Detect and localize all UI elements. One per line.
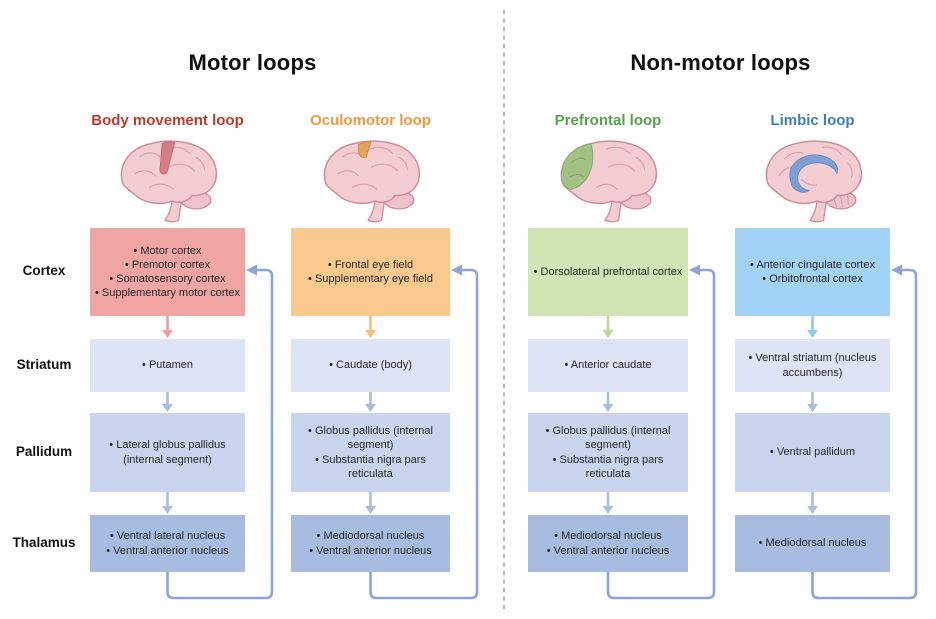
cortex-box-limbic: Anterior cingulate cortexOrbitofrontal c…: [735, 228, 890, 316]
cerebrum: [323, 140, 420, 205]
striatum-box-oculomotor: Caudate (body): [291, 339, 450, 392]
gyri-lines: [595, 146, 645, 190]
brainstem: [366, 199, 385, 223]
arrow-cortex-to-striatum-limbic: [807, 316, 818, 338]
bullet-item: Ventral lateral nucleus: [94, 529, 241, 543]
bullet-item: Frontal eye field: [295, 258, 446, 272]
fornix-line: [800, 178, 817, 186]
bullet-item: Mediodorsal nucleus: [739, 536, 886, 550]
striatum-box-body-movement: Putamen: [90, 339, 245, 392]
cortex-box-body-movement: Motor cortexPremotor cortexSomatosensory…: [90, 228, 245, 316]
row-label-pallidum: Pallidum: [15, 444, 73, 459]
bullet-item: Ventral anterior nucleus: [295, 544, 446, 558]
arrow-pallidum-to-thalamus-oculomotor: [365, 492, 376, 514]
cerebrum: [120, 140, 217, 205]
arrow-striatum-to-pallidum-prefrontal: [602, 392, 614, 412]
loop-title-prefrontal: Prefrontal loop: [554, 112, 662, 129]
bullet-item: Orbitofrontal cortex: [739, 272, 886, 286]
bullet-item: Substantia nigra pars reticulata: [532, 453, 684, 481]
arrow-pallidum-to-thalamus-body-movement: [162, 492, 173, 514]
row-label-striatum: Striatum: [16, 357, 72, 372]
section-title-non-motor: Non-motor loops: [630, 50, 811, 75]
arrow-striatum-to-pallidum-limbic: [807, 392, 818, 412]
bullet-item: Putamen: [94, 358, 241, 372]
pallidum-box-body-movement: Lateral globus pallidus (internal segmen…: [90, 413, 245, 492]
arrow-pallidum-to-thalamus-limbic: [807, 492, 818, 514]
bullet-item: Ventral pallidum: [739, 445, 886, 459]
highlighted-region: [158, 141, 175, 175]
arrow-pallidum-to-thalamus-prefrontal: [602, 492, 614, 514]
bullet-item: Lateral globus pallidus (internal segmen…: [94, 438, 241, 466]
bullet-item: Anterior cingulate cortex: [739, 258, 886, 272]
gyri-lines: [336, 146, 408, 191]
row-label-thalamus: Thalamus: [12, 535, 76, 550]
brain-lateral-prefrontal-region-icon: [545, 134, 670, 226]
arrow-cortex-to-striatum-prefrontal: [602, 316, 614, 338]
pallidum-box-limbic: Ventral pallidum: [735, 413, 890, 492]
bullet-item: Somatosensory cortex: [94, 272, 241, 286]
striatum-box-prefrontal: Anterior caudate: [528, 339, 688, 392]
bullet-item: Motor cortex: [94, 244, 241, 258]
bullet-item: Anterior caudate: [532, 358, 684, 372]
loop-title-oculomotor: Oculomotor loop: [310, 112, 431, 129]
bullet-item: Supplementary motor cortex: [94, 286, 241, 300]
brainstem: [808, 199, 827, 223]
loop-title-limbic: Limbic loop: [770, 112, 855, 129]
arrow-striatum-to-pallidum-body-movement: [162, 392, 173, 412]
thalamus-box-prefrontal: Mediodorsal nucleusVentral anterior nucl…: [528, 515, 688, 572]
bullet-item: Ventral anterior nucleus: [94, 544, 241, 558]
brain-lateral-eye-field-region-icon: [308, 134, 433, 226]
highlighted-region: [560, 143, 593, 191]
brain-sagittal-limbic-region-icon: [750, 134, 875, 226]
highlighted-region: [789, 154, 838, 193]
highlight-gyri-lines: [568, 157, 586, 178]
arrow-striatum-to-pallidum-oculomotor: [365, 392, 376, 412]
cortex-box-prefrontal: Dorsolateral prefrontal cortex: [528, 228, 688, 316]
thalamus-box-body-movement: Ventral lateral nucleusVentral anterior …: [90, 515, 245, 572]
arrow-cortex-to-striatum-body-movement: [162, 316, 173, 338]
bullet-item: Globus pallidus (internal segment): [532, 424, 684, 452]
arrow-cortex-to-striatum-oculomotor: [365, 316, 376, 338]
bullet-item: Ventral anterior nucleus: [532, 544, 684, 558]
bullet-item: Mediodorsal nucleus: [532, 529, 684, 543]
cerebrum: [765, 140, 862, 205]
bullet-item: Mediodorsal nucleus: [295, 529, 446, 543]
bullet-item: Dorsolateral prefrontal cortex: [532, 265, 684, 279]
striatum-box-limbic: Ventral striatum (nucleus accumbens): [735, 339, 890, 392]
thalamus-box-oculomotor: Mediodorsal nucleusVentral anterior nucl…: [291, 515, 450, 572]
brainstem: [163, 199, 182, 223]
bullet-item: Substantia nigra pars reticulata: [295, 453, 446, 481]
bullet-item: Ventral striatum (nucleus accumbens): [739, 351, 886, 379]
cortex-box-oculomotor: Frontal eye fieldSupplementary eye field: [291, 228, 450, 316]
pallidum-box-prefrontal: Globus pallidus (internal segment)Substa…: [528, 413, 688, 492]
loop-title-body-movement: Body movement loop: [91, 112, 244, 129]
bullet-item: Caudate (body): [295, 358, 446, 372]
row-label-cortex: Cortex: [22, 263, 66, 278]
brainstem: [603, 199, 622, 223]
bullet-item: Supplementary eye field: [295, 272, 446, 286]
pallidum-box-oculomotor: Globus pallidus (internal segment)Substa…: [291, 413, 450, 492]
thalamus-box-limbic: Mediodorsal nucleus: [735, 515, 890, 572]
highlighted-region: [357, 141, 372, 159]
brain-lateral-motor-region-icon: [105, 134, 230, 226]
section-title-motor: Motor loops: [188, 50, 317, 75]
bullet-item: Premotor cortex: [94, 258, 241, 272]
bullet-item: Globus pallidus (internal segment): [295, 424, 446, 452]
